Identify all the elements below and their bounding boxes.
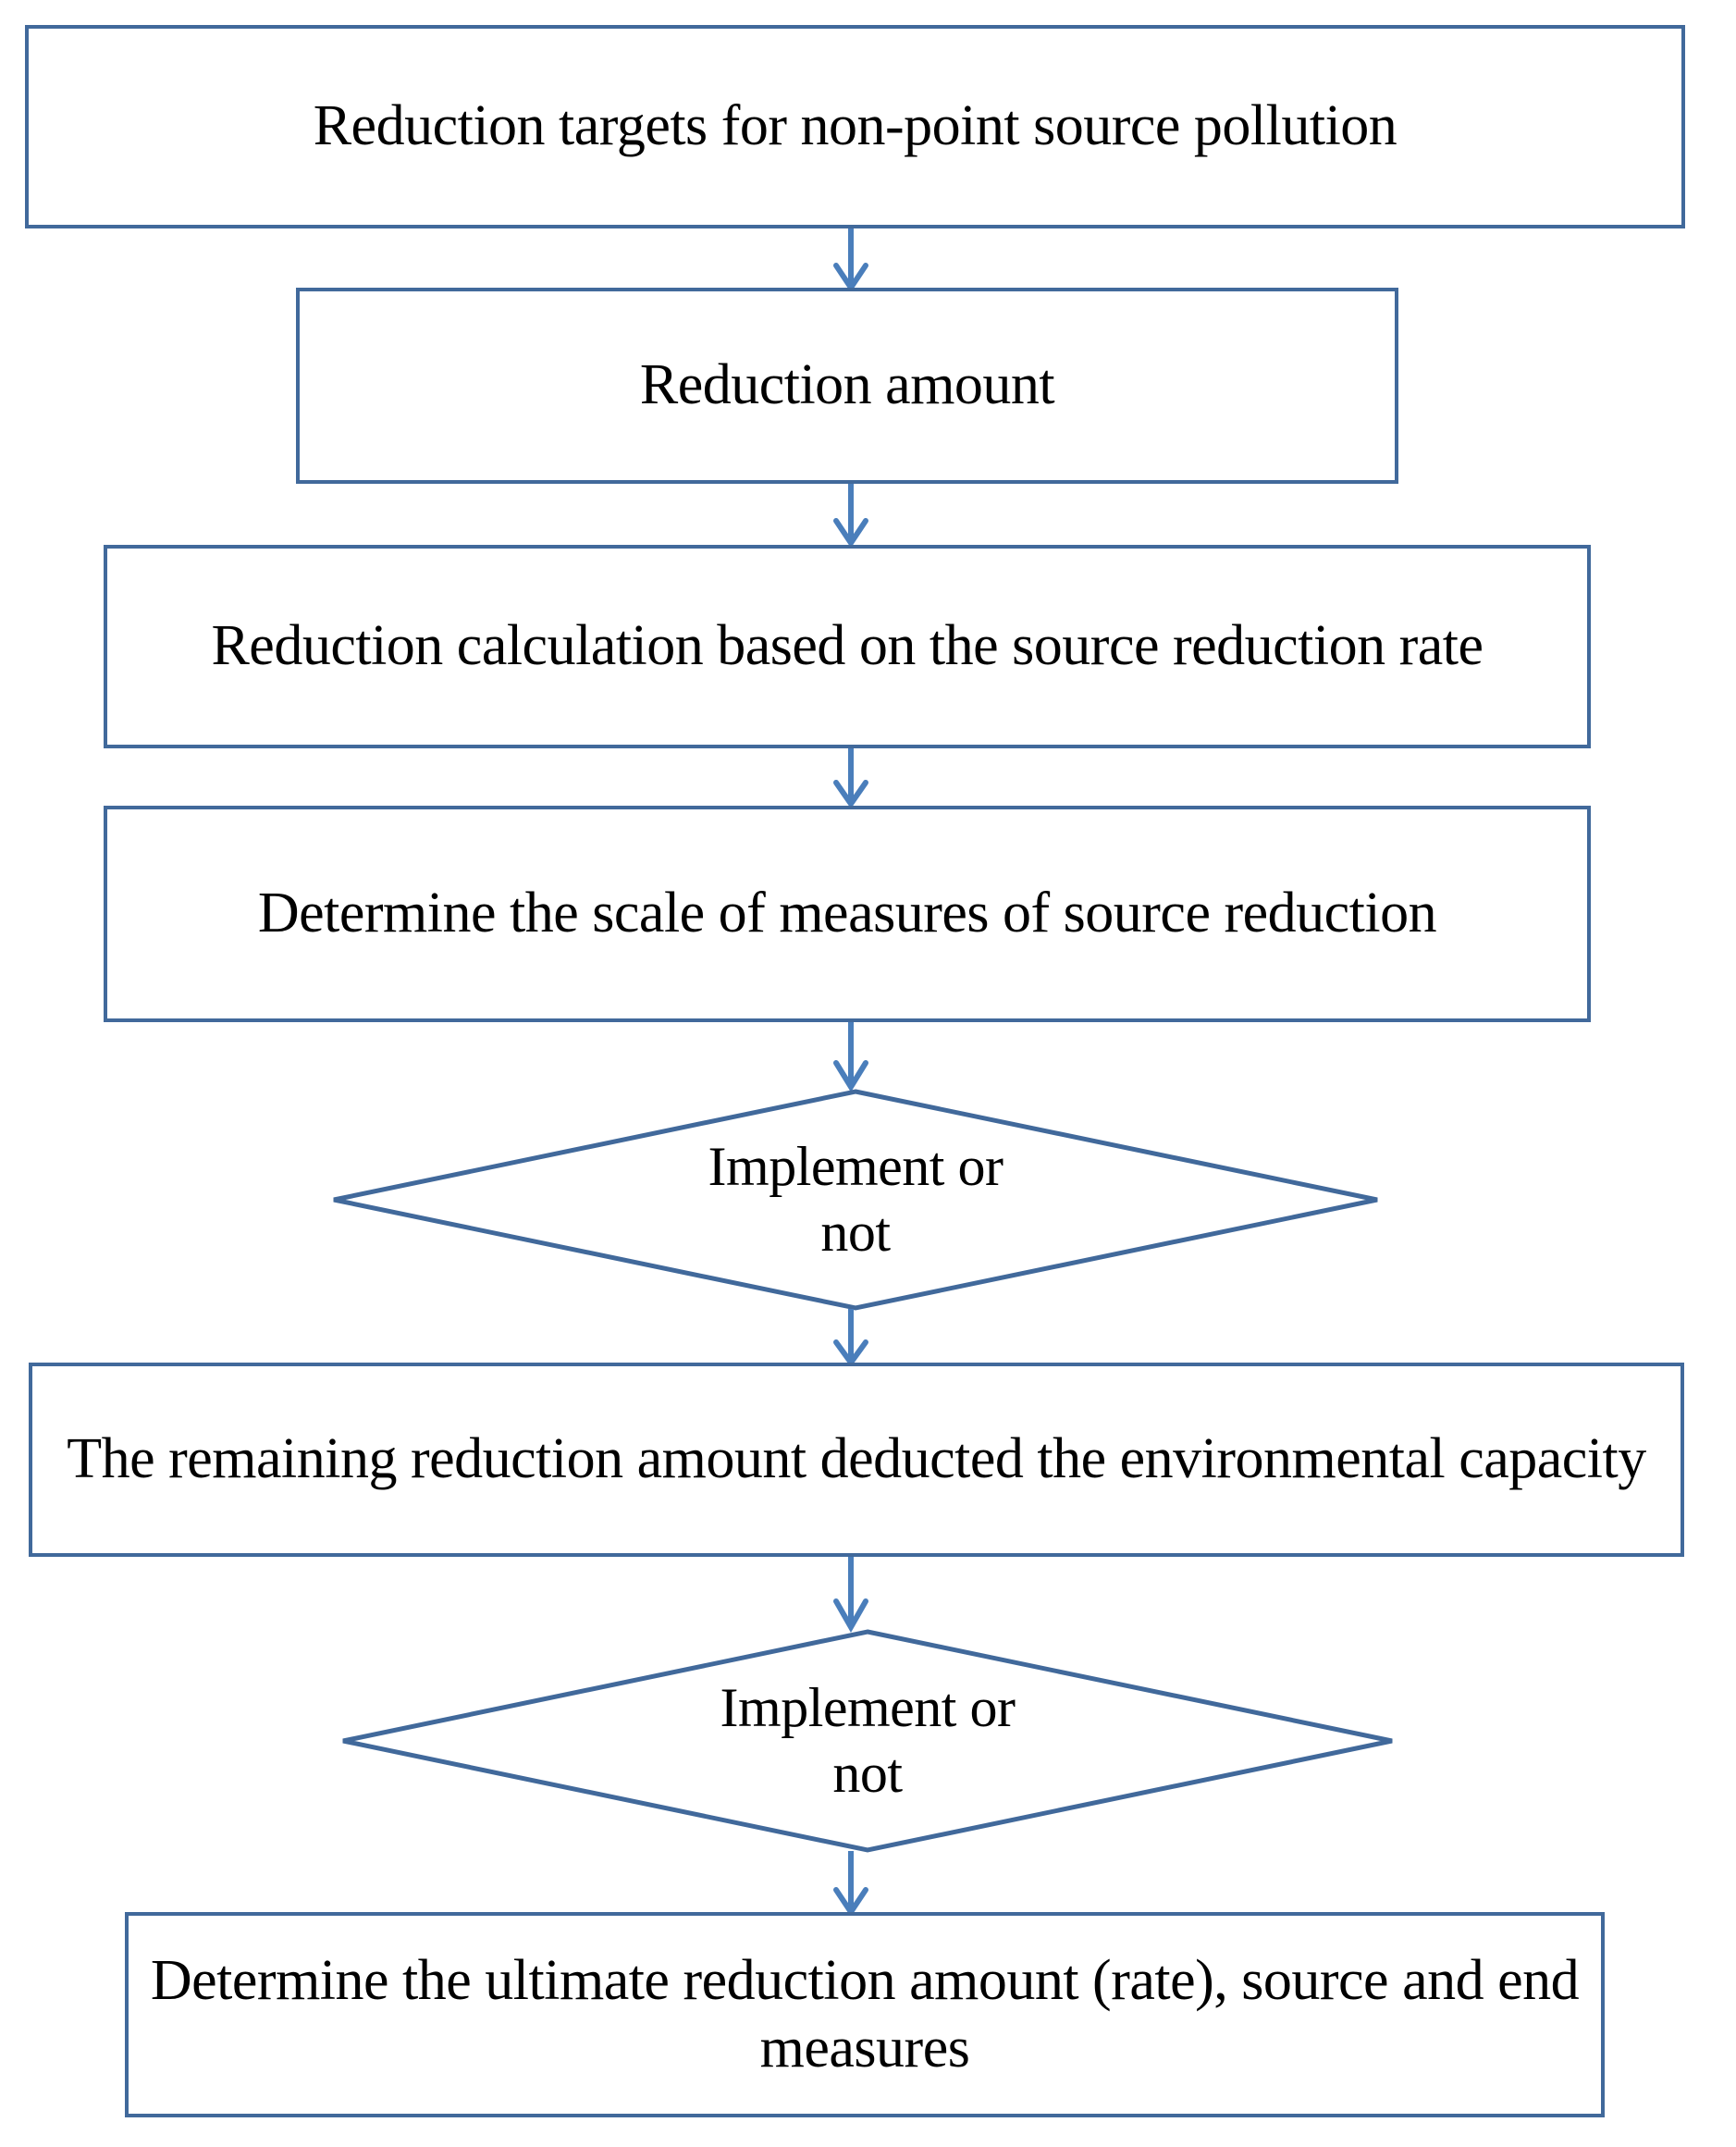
connector-arrow-n4-n5 [829,1022,873,1092]
flow-node-determine-scale[interactable]: Determine the scale of measures of sourc… [104,806,1591,1022]
flow-node-label: The remaining reduction amount deducted … [67,1427,1646,1491]
flow-node-determine-ultimate[interactable]: Determine the ultimate reduction amount … [125,1912,1605,2117]
connector-arrow-n6-n7 [829,1557,873,1634]
connector-arrow-n1-n2 [829,228,873,293]
flow-node-reduction-calculation[interactable]: Reduction calculation based on the sourc… [104,545,1591,748]
flow-node-label: Implement or not [708,1136,1003,1263]
flow-node-label: Determine the scale of measures of sourc… [257,882,1437,945]
connector-arrow-n5-n6 [829,1309,873,1368]
flow-node-label: Implement or not [720,1677,1016,1804]
flow-node-remaining-reduction[interactable]: The remaining reduction amount deducted … [29,1363,1684,1557]
connector-arrow-n3-n4 [829,748,873,809]
connector-arrow-n2-n3 [829,484,873,549]
flow-node-decision-implement-1[interactable]: Implement or not [331,1089,1380,1311]
flow-node-reduction-amount[interactable]: Reduction amount [296,288,1398,484]
flow-node-label: Reduction calculation based on the sourc… [211,614,1484,678]
flow-node-decision-implement-2[interactable]: Implement or not [340,1629,1395,1853]
flow-node-label: Reduction targets for non-point source p… [313,94,1397,158]
flow-node-label: Reduction amount [639,353,1055,417]
connector-arrow-n7-n8 [829,1851,873,1918]
flow-node-label: Determine the ultimate reduction amount … [150,1948,1580,2079]
flow-node-reduction-targets[interactable]: Reduction targets for non-point source p… [25,25,1685,228]
